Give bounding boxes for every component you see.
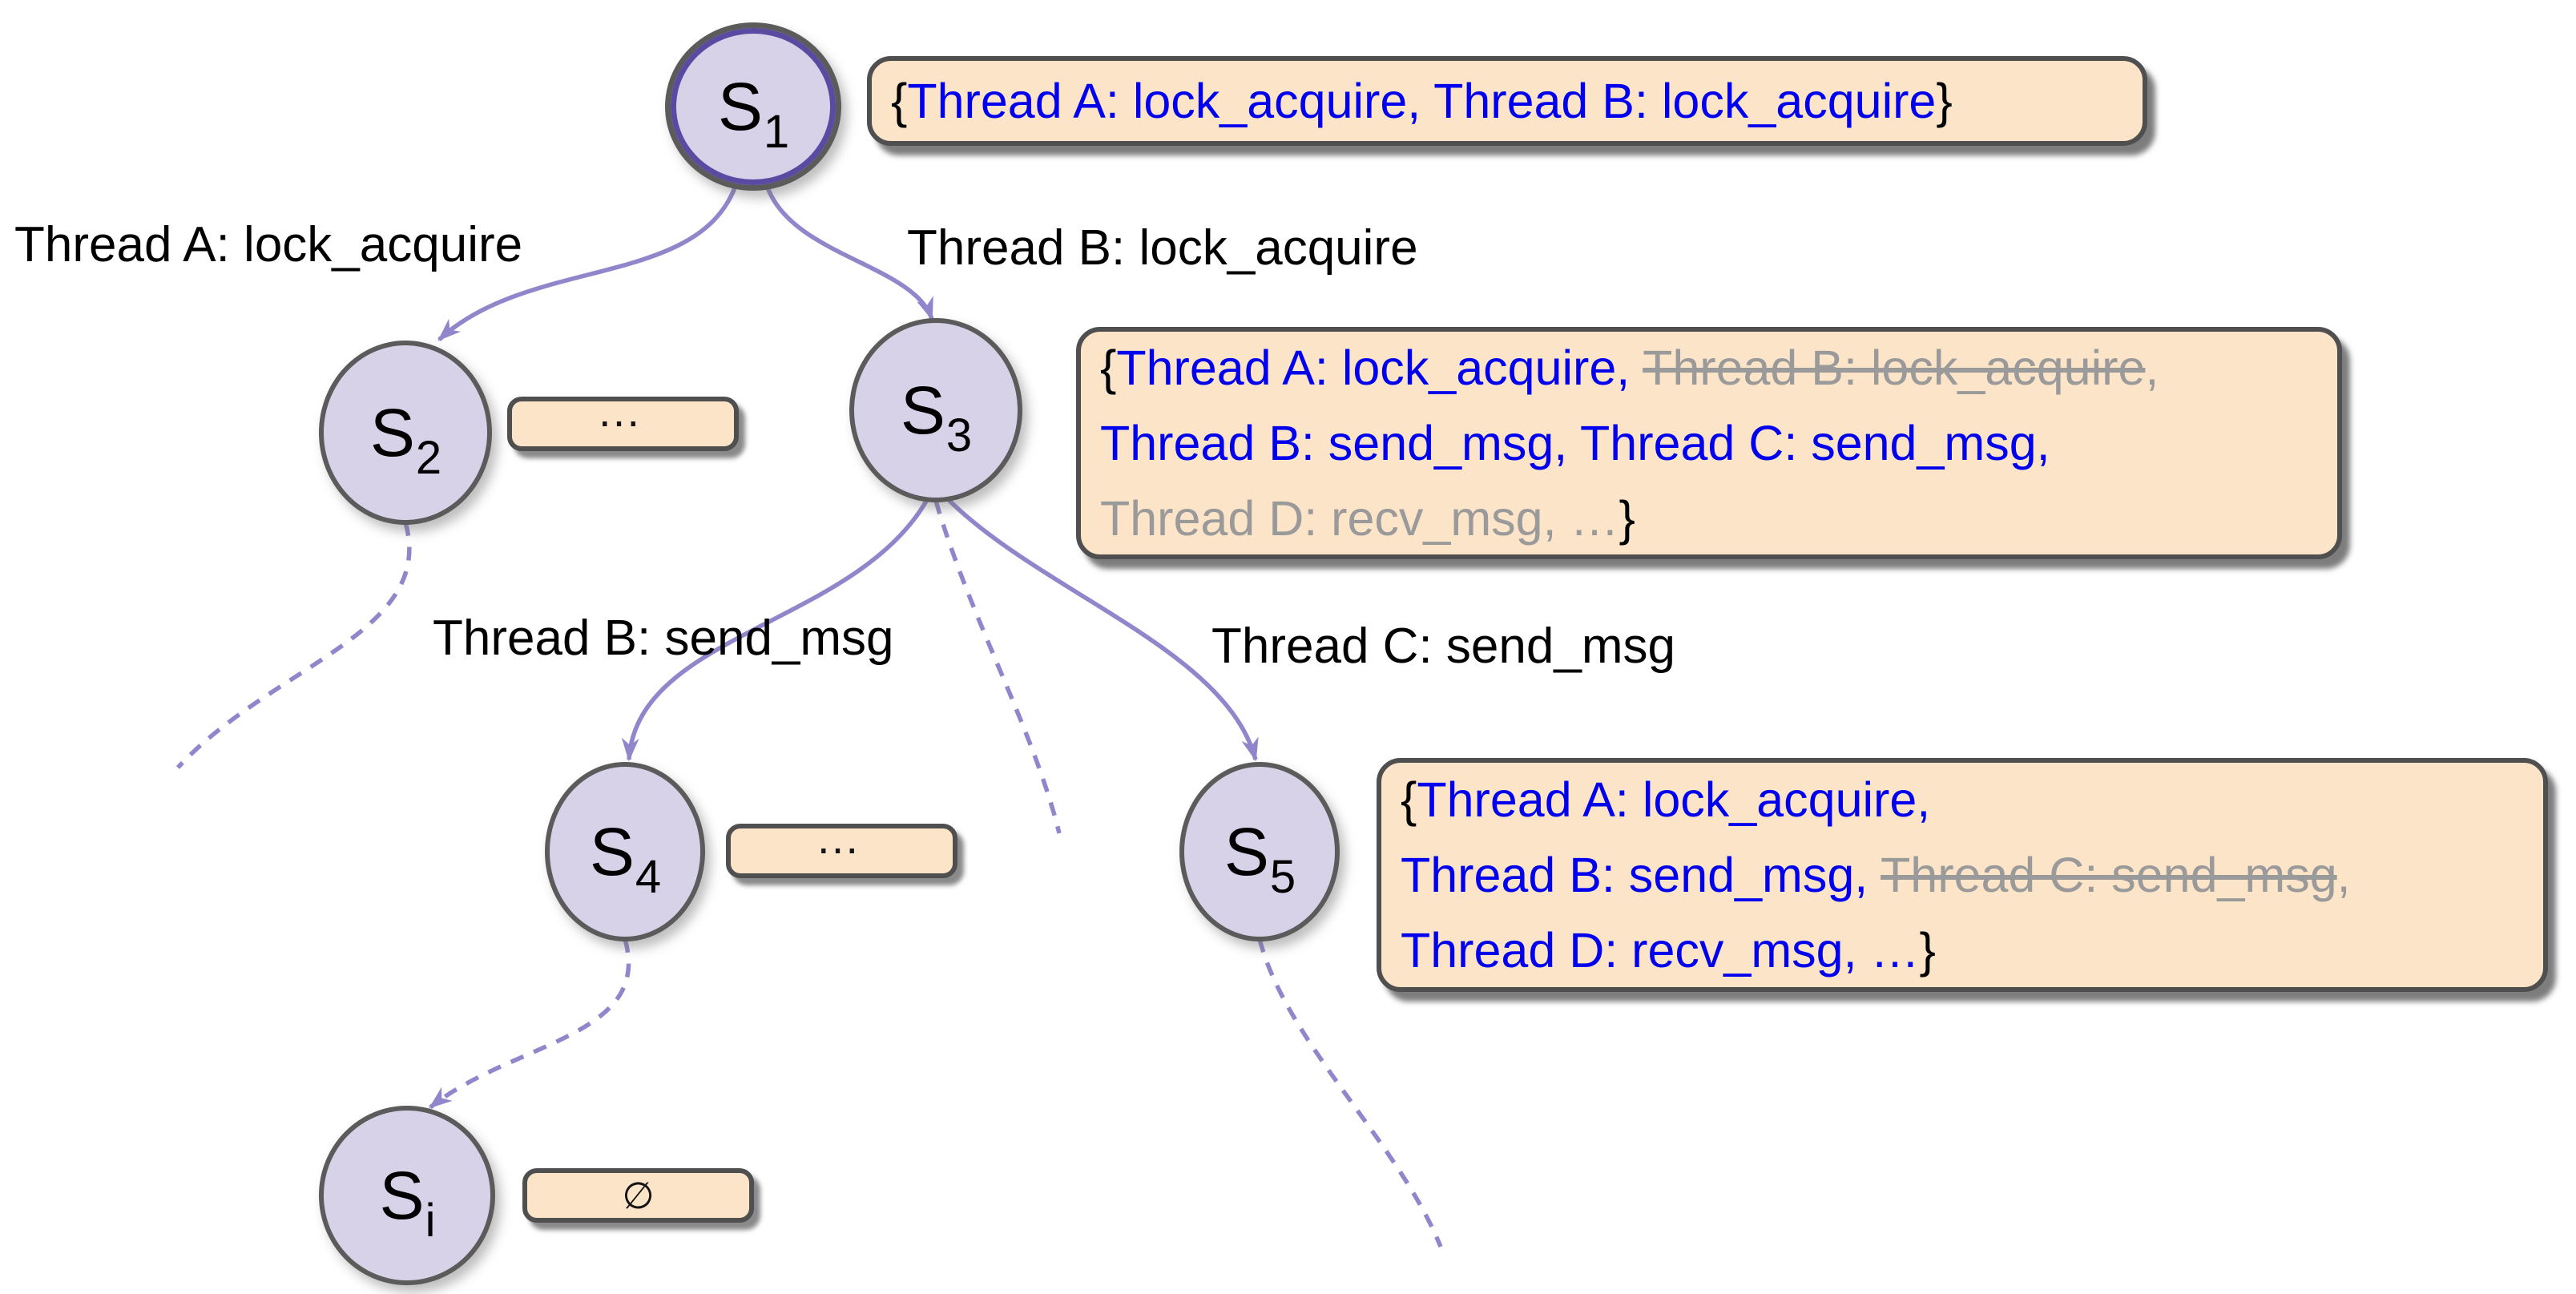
- annotation-segment: Thread B: send_msg, Thread C: send_msg,: [1100, 416, 2050, 470]
- node-label-s2: S2: [369, 395, 442, 484]
- state-node-s4: S4: [545, 762, 705, 941]
- annotation-segment: {: [1401, 772, 1417, 827]
- annotation-line: Thread B: send_msg, Thread C: send_msg,: [1381, 837, 2543, 913]
- edge-s3-frontier: [933, 500, 1062, 834]
- annotation-segment: Thread B: send_msg,: [1401, 848, 1881, 902]
- edge-s5-frontier: [1257, 938, 1443, 1248]
- annotation-segment: Thread C: send_msg: [1881, 848, 2337, 902]
- mini-box-subtree-s2: …: [507, 385, 739, 451]
- annotation-segment: }: [1619, 491, 1635, 546]
- edge-s1-s3: [765, 187, 934, 321]
- edge-s3-s5: [945, 497, 1259, 762]
- mini-box-empty-set-si: ∅: [522, 1168, 754, 1223]
- node-label-s1: S1: [717, 69, 790, 158]
- node-label-subscript: 1: [763, 106, 790, 158]
- node-label-subscript: 4: [635, 851, 662, 903]
- edge-s3-s4: [621, 497, 930, 762]
- edge-s4-si: [429, 938, 631, 1110]
- state-node-s5: S5: [1179, 762, 1340, 941]
- node-label-subscript: i: [425, 1195, 436, 1247]
- annotation-box-s3: {Thread A: lock_acquire, Thread B: lock_…: [1076, 327, 2342, 559]
- state-node-s3: S3: [849, 318, 1022, 502]
- edge-label-thread-b-send-msg: Thread B: send_msg: [433, 611, 894, 666]
- node-label-si: Si: [379, 1158, 436, 1247]
- annotation-segment: Thread D: recv_msg, …: [1401, 923, 1920, 978]
- annotation-line: Thread B: send_msg, Thread C: send_msg,: [1081, 405, 2337, 481]
- mini-box-text: …: [815, 812, 869, 863]
- annotation-box-s1: {Thread A: lock_acquire, Thread B: lock_…: [867, 56, 2147, 146]
- node-label-s5: S5: [1223, 814, 1296, 903]
- annotation-segment: ,: [2336, 848, 2351, 902]
- edge-s1-s2: [437, 185, 738, 342]
- annotation-segment: Thread A: lock_acquire,: [1417, 772, 1931, 827]
- annotation-line: Thread D: recv_msg, …}: [1381, 913, 2543, 988]
- annotation-segment: {: [1100, 341, 1117, 395]
- annotation-line: {Thread A: lock_acquire, Thread B: lock_…: [1081, 330, 2337, 405]
- edge-label-thread-b-lock-acquire: Thread B: lock_acquire: [907, 220, 1418, 276]
- node-label-s3: S3: [900, 373, 973, 462]
- state-node-s1: S1: [665, 22, 841, 191]
- annotation-line: Thread D: recv_msg, …}: [1081, 481, 2337, 556]
- annotation-segment: Thread A: lock_acquire,: [1116, 341, 1643, 395]
- edge-label-thread-a-lock-acquire: Thread A: lock_acquire: [14, 217, 523, 272]
- annotation-line: {Thread A: lock_acquire, Thread B: lock_…: [872, 63, 2143, 139]
- mini-box-subtree-s4: …: [726, 812, 957, 878]
- mini-box-text: …: [596, 385, 650, 436]
- edge-s2-frontier: [175, 522, 412, 769]
- annotation-segment: }: [1936, 74, 1953, 128]
- node-label-subscript: 3: [945, 409, 973, 462]
- state-node-s2: S2: [319, 341, 492, 525]
- state-node-si: Si: [319, 1106, 495, 1285]
- node-label-subscript: 2: [415, 432, 442, 484]
- annotation-segment: ,: [2145, 341, 2159, 395]
- annotation-segment: Thread B: lock_acquire: [1643, 341, 2146, 395]
- annotation-line: {Thread A: lock_acquire,: [1381, 762, 2543, 837]
- node-label-subscript: 5: [1269, 851, 1296, 903]
- annotation-segment: Thread D: recv_msg, …: [1100, 491, 1619, 546]
- mini-box-text: ∅: [622, 1175, 655, 1216]
- node-label-s4: S4: [589, 814, 662, 903]
- annotation-segment: Thread A: lock_acquire, Thread B: lock_a…: [907, 74, 1937, 128]
- annotation-box-s5: {Thread A: lock_acquire, Thread B: send_…: [1377, 758, 2548, 992]
- annotation-segment: }: [1919, 923, 1936, 978]
- edge-label-thread-c-send-msg: Thread C: send_msg: [1211, 619, 1675, 674]
- annotation-segment: {: [891, 74, 908, 128]
